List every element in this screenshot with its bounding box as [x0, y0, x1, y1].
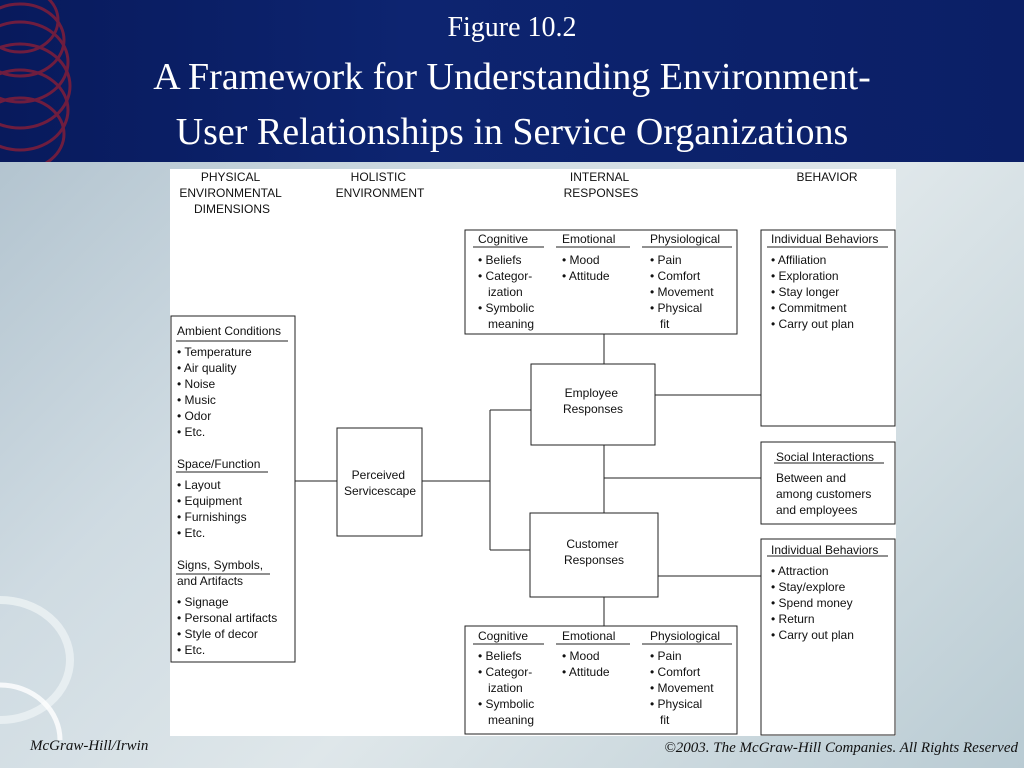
emotional-list-top: • Mood • Attitude	[562, 253, 610, 283]
emotional-title-top: Emotional	[562, 232, 615, 246]
internal-responses-bottom-box	[464, 625, 738, 735]
decorative-arcs-icon	[0, 596, 75, 740]
decorative-rings-icon	[0, 0, 72, 162]
behavior-employee-box	[760, 229, 896, 427]
signs-symbols-title: Signs, Symbols, and Artifacts	[177, 558, 266, 588]
signs-symbols-list: • Signage • Personal artifacts • Style o…	[177, 595, 281, 657]
footer-copyright: ©2003. The McGraw-Hill Companies. All Ri…	[664, 740, 1018, 756]
ambient-conditions-list: • Temperature • Air quality • Noise • Mu…	[177, 345, 255, 439]
emotional-title-bottom: Emotional	[562, 629, 615, 643]
customer-responses-label: Customer Responses	[564, 537, 624, 567]
cognitive-list-top: • Beliefs • Categor- ization • Symbolic …	[478, 253, 538, 331]
cognitive-title-bottom: Cognitive	[478, 629, 528, 643]
column-header-physical: PHYSICAL ENVIRONMENTAL DIMENSIONS	[179, 170, 284, 216]
slide-header: Figure 10.2 A Framework for Understandin…	[0, 0, 1024, 162]
column-header-behavior: BEHAVIOR	[796, 170, 857, 184]
behavior-customer-box	[760, 538, 896, 736]
behavior-employee-list: • Affiliation • Exploration • Stay longe…	[771, 253, 854, 331]
framework-diagram: PHYSICAL ENVIRONMENTAL DIMENSIONS HOLIST…	[170, 170, 896, 736]
footer-publisher: McGraw-Hill/Irwin	[30, 738, 149, 754]
behavior-customer-title: Individual Behaviors	[771, 543, 878, 557]
slide-title-line-1: A Framework for Understanding Environmen…	[153, 56, 871, 98]
social-interactions-text: Between and among customers and employee…	[776, 471, 875, 517]
cognitive-list-bottom: • Beliefs • Categor- ization • Symbolic …	[478, 649, 538, 727]
physiological-list-top: • Pain • Comfort • Movement • Physical f…	[650, 253, 717, 331]
perceived-servicescape-box	[336, 427, 423, 537]
column-header-internal: INTERNAL RESPONSES	[564, 170, 639, 200]
column-header-holistic: HOLISTIC ENVIRONMENT	[336, 170, 425, 200]
internal-responses-top-box	[464, 229, 738, 335]
behavior-customer-list: • Attraction • Stay/explore • Spend mone…	[771, 564, 856, 642]
social-interactions-box	[760, 441, 896, 525]
dimensions-box	[170, 315, 296, 663]
behavior-employee-title: Individual Behaviors	[771, 232, 878, 246]
physiological-title-top: Physiological	[650, 232, 720, 246]
space-function-list: • Layout • Equipment • Furnishings • Etc…	[177, 478, 250, 540]
space-function-title: Space/Function	[177, 457, 260, 471]
ambient-conditions-title: Ambient Conditions	[177, 324, 281, 338]
perceived-servicescape-label: Perceived Servicescape	[344, 468, 416, 498]
figure-number: Figure 10.2	[447, 12, 577, 43]
cognitive-title-top: Cognitive	[478, 232, 528, 246]
diagram-panel: PHYSICAL ENVIRONMENTAL DIMENSIONS HOLIST…	[170, 169, 896, 736]
social-interactions-title: Social Interactions	[776, 450, 874, 464]
physiological-title-bottom: Physiological	[650, 629, 720, 643]
employee-responses-label: Employee Responses	[563, 386, 623, 416]
physiological-list-bottom: • Pain • Comfort • Movement • Physical f…	[650, 649, 717, 727]
customer-responses-box	[529, 512, 659, 598]
slide-title-line-2: User Relationships in Service Organizati…	[175, 111, 849, 153]
emotional-list-bottom: • Mood • Attitude	[562, 649, 610, 679]
employee-responses-box	[530, 363, 656, 446]
